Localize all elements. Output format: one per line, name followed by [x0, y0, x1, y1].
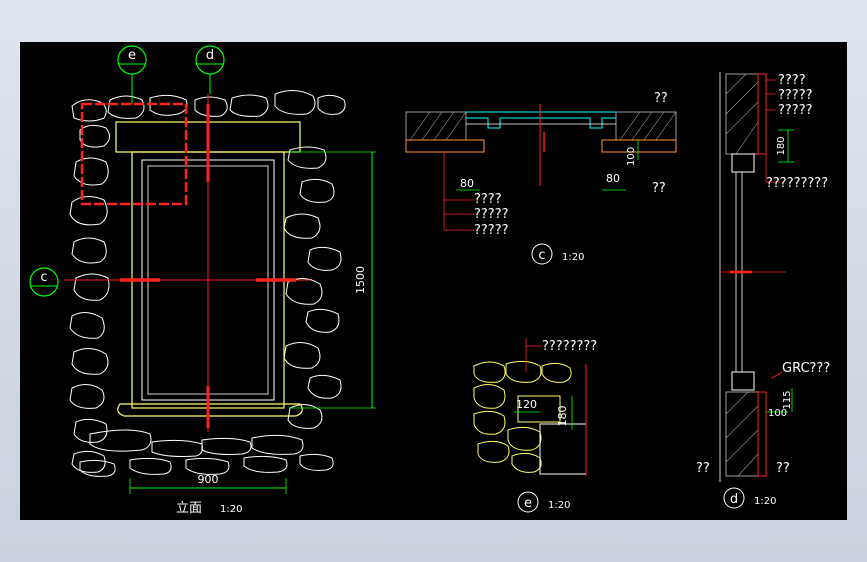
section-e-scale: 1:20 — [548, 500, 570, 511]
marker-d-label: d — [206, 48, 214, 63]
section-d-label-3: ????? — [778, 103, 813, 118]
marker-e-icon[interactable]: e — [117, 45, 147, 104]
section-d-label-grc: GRC??? — [782, 361, 830, 376]
section-e-label: ???????? — [542, 339, 597, 354]
section-e-id-icon — [517, 491, 539, 513]
section-d-label-1: ???? — [778, 73, 806, 88]
stone-wall — [69, 90, 346, 477]
section-d-dim-1: 180 — [776, 136, 787, 155]
dim-height-label: 1500 — [354, 266, 367, 294]
section-c-dim-2: 80 — [606, 172, 620, 185]
section-c-id: c — [538, 248, 545, 263]
section-d-dim-3: 115 — [782, 390, 793, 409]
marker-c-label: c — [40, 270, 47, 285]
section-c-id-icon — [531, 243, 553, 265]
marker-d-icon[interactable]: d — [195, 45, 225, 94]
section-d-label-2: ????? — [778, 88, 813, 103]
section-c-view: ???? ????? ????? 80 80 100 ?? ?? c 1:20 — [405, 91, 677, 265]
section-c-note-top: ?? — [654, 91, 668, 106]
section-c-label-3: ????? — [474, 223, 509, 238]
cad-drawing-canvas[interactable]: e d c 1500 900 立面 1:20 — [20, 42, 847, 520]
dim-width-label: 900 — [198, 473, 219, 486]
window-sill — [117, 403, 303, 417]
section-e-view: ???????? 120 180 e 1:20 — [473, 338, 597, 513]
elevation-view: e d c 1500 900 立面 1:20 — [29, 45, 376, 516]
section-d-id-icon — [723, 487, 745, 509]
dim-height: 1500 — [290, 151, 376, 409]
section-c-dim-1: 80 — [460, 177, 474, 190]
elevation-title: 立面 — [176, 501, 202, 516]
marker-e-label: e — [128, 48, 136, 63]
section-d-note-right: ?? — [776, 461, 790, 476]
section-e-dim-2: 180 — [556, 406, 569, 427]
section-e-id: e — [524, 496, 532, 511]
section-d-dim-2: 100 — [768, 408, 787, 419]
section-e-dim-1: 120 — [516, 398, 537, 411]
section-d-scale: 1:20 — [754, 496, 776, 507]
section-c-scale: 1:20 — [562, 252, 584, 263]
section-c-note-bottom: ?? — [652, 181, 666, 196]
elevation-scale: 1:20 — [220, 504, 242, 515]
section-d-note-left: ?? — [696, 461, 710, 476]
section-d-view: ???? ????? ????? ????????? GRC??? 180 10… — [696, 72, 830, 509]
section-c-dim-3: 100 — [626, 147, 637, 166]
marker-c-icon[interactable]: c — [29, 267, 59, 297]
detail-e-box — [80, 102, 188, 206]
section-d-id: d — [730, 492, 738, 507]
dim-width: 900 — [129, 473, 287, 494]
section-d-label-mid: ????????? — [766, 176, 828, 191]
section-c-label-1: ???? — [474, 192, 502, 207]
drawing-svg: e d c 1500 900 立面 1:20 — [29, 45, 830, 516]
section-c-label-2: ????? — [474, 207, 509, 222]
